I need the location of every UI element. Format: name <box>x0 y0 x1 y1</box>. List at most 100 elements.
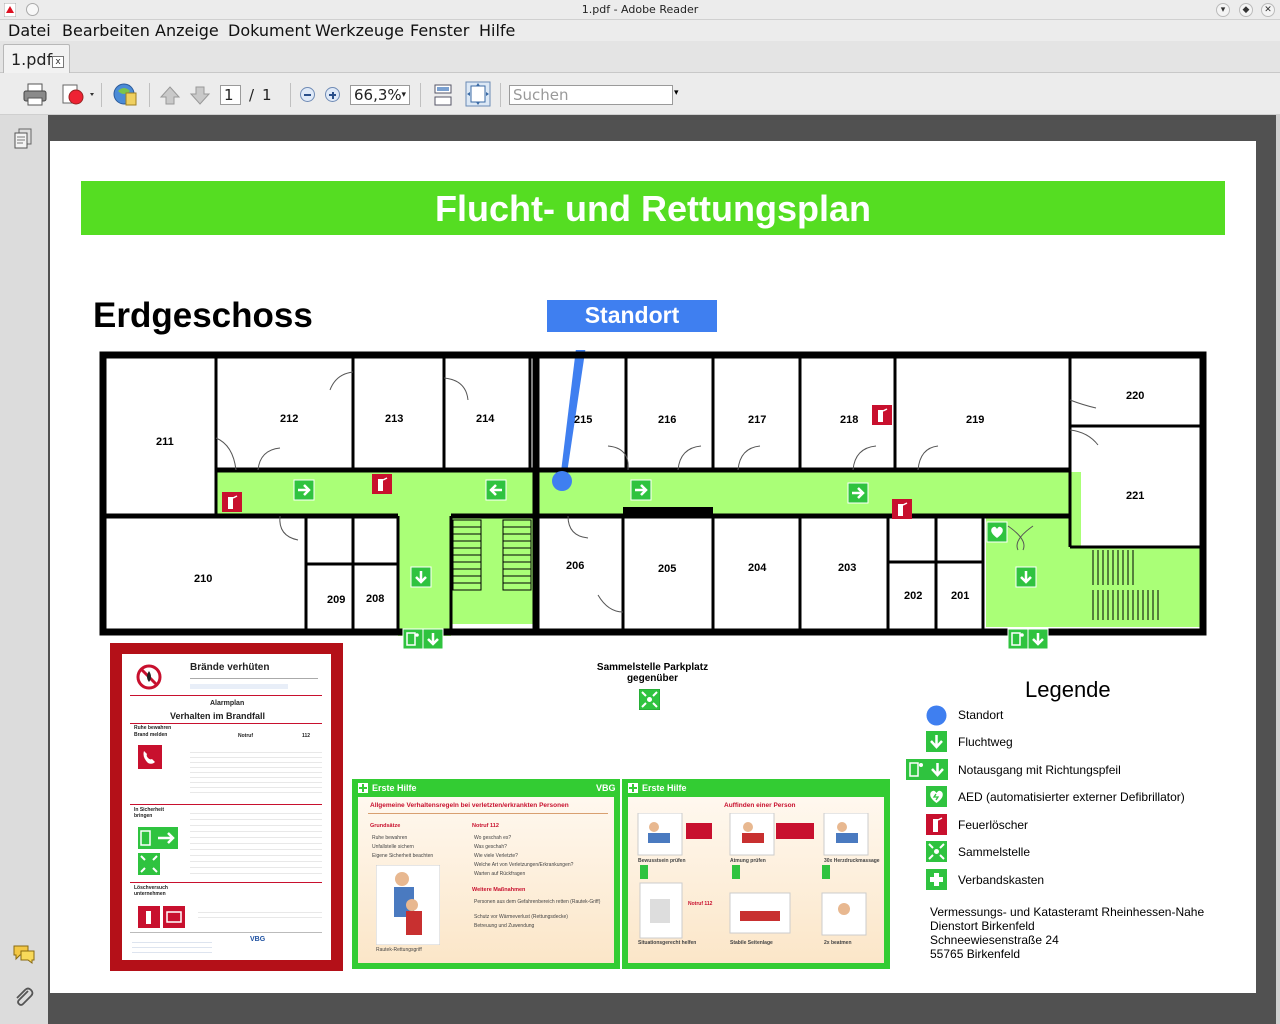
fire-poster-subtitle: Verhalten im Brandfall <box>170 711 266 721</box>
legend-item-feuerloescher: Feuerlöscher <box>958 818 1029 832</box>
first-aid-step: Atmung prüfen <box>730 858 766 864</box>
assembly-point-icon <box>639 689 660 710</box>
assembly-point-label: Sammelstelle Parkplatz gegenüber <box>580 662 725 684</box>
floor-title: Erdgeschoss <box>93 296 313 335</box>
menu-fenster[interactable]: Fenster <box>410 21 470 40</box>
first-aid-step: Bewusstsein prüfen <box>638 858 686 864</box>
menu-dokument[interactable]: Dokument <box>228 21 311 40</box>
menu-hilfe[interactable]: Hilfe <box>479 21 516 40</box>
svg-text:206: 206 <box>566 560 584 572</box>
svg-text:212: 212 <box>280 413 298 425</box>
svg-text:217: 217 <box>748 414 766 426</box>
comments-icon[interactable] <box>12 943 36 965</box>
first-aid-col1-item: Ruhe bewahren <box>372 835 408 841</box>
first-aid-step: 30x Herzdruckmassage <box>824 858 880 864</box>
fire-alarm-phone-icon <box>138 745 162 769</box>
collaborate-icon[interactable] <box>112 81 140 107</box>
org-city: 55765 Birkenfeld <box>930 947 1021 961</box>
emergency-exit-legend-icon <box>906 759 948 780</box>
floor-plan: 211 212 213 214 215 216 217 218 219 220 … <box>99 350 1207 650</box>
first-aid-left-body: Allgemeine Verhaltensregeln bei verletzt… <box>358 797 614 963</box>
menu-anzeige[interactable]: Anzeige <box>155 21 219 40</box>
fire-safety-poster: Brände verhüten Alarmplan Verhalten im B… <box>110 643 343 971</box>
first-aid-step: Situationsgerecht helfen <box>638 940 697 946</box>
close-window-button[interactable]: ✕ <box>1261 3 1275 17</box>
zoom-level-select[interactable]: 66,3% ▾ <box>350 85 410 105</box>
room-labels: 211 212 213 214 215 216 217 218 219 220 … <box>156 390 1144 606</box>
svg-text:221: 221 <box>1126 490 1144 502</box>
fit-page-icon[interactable] <box>465 81 491 107</box>
search-options-chevron-icon[interactable]: ▾ <box>674 88 679 98</box>
first-aid-steps-illustration <box>637 813 869 939</box>
no-open-fire-icon <box>136 664 162 690</box>
assembly-point-line1: Sammelstelle Parkplatz <box>596 662 709 673</box>
first-aid-poster-general: Erste Hilfe VBG Allgemeine Verhaltensreg… <box>352 779 620 969</box>
svg-text:205: 205 <box>658 563 676 575</box>
first-aid-cross-icon <box>628 783 638 793</box>
next-page-icon[interactable] <box>189 84 211 106</box>
standort-marker <box>552 471 572 491</box>
close-tab-button[interactable]: x <box>52 56 64 68</box>
rautek-illustration <box>376 865 440 945</box>
first-aid-right-title: Auffinden einer Person <box>724 802 796 809</box>
first-aid-col2-item: Welche Art von Verletzungen/Erkrankungen… <box>474 862 574 868</box>
maximize-button[interactable]: ◆ <box>1239 3 1253 17</box>
zoom-level-value: 66,3% <box>354 86 402 104</box>
fire-extinguisher-legend-icon <box>926 814 947 835</box>
svg-text:220: 220 <box>1126 390 1144 402</box>
stairs-west <box>452 519 532 591</box>
menu-bearbeiten[interactable]: Bearbeiten <box>62 21 150 40</box>
standort-callout: Standort <box>547 300 717 332</box>
first-aid-col3-title: Weitere Maßnahmen <box>472 887 526 893</box>
rautek-caption: Rautek-Rettungsgriff <box>376 947 422 953</box>
first-aid-col1-item: Eigene Sicherheit beachten <box>372 853 434 859</box>
page-number-input[interactable]: 1 <box>220 85 241 105</box>
document-tab[interactable]: 1.pdf x <box>3 44 70 73</box>
org-street: Schneewiesenstraße 24 <box>930 933 1059 947</box>
first-aid-cross-icon <box>358 783 368 793</box>
organization-address: Vermessungs- und Katasteramt Rheinhessen… <box>930 905 1204 961</box>
search-input[interactable]: Suchen <box>509 85 673 105</box>
escape-arrow-signs <box>293 479 1037 588</box>
pin-icon[interactable] <box>26 3 39 16</box>
first-aid-right-body: Auffinden einer Person Bewusstsein prüfe… <box>628 797 884 963</box>
svg-text:204: 204 <box>748 562 767 574</box>
doors <box>215 371 1099 613</box>
zoom-in-button[interactable] <box>325 87 340 102</box>
attachment-paperclip-icon[interactable] <box>12 985 36 1009</box>
emergency-exit-signs <box>402 628 1049 650</box>
previous-page-icon[interactable] <box>159 84 181 106</box>
legend-title: Legende <box>1025 677 1111 702</box>
svg-text:201: 201 <box>951 590 969 602</box>
pages-panel-icon[interactable] <box>13 128 33 150</box>
first-aid-left-title: Allgemeine Verhaltensregeln bei verletzt… <box>370 802 569 809</box>
fire-section-ruhe: Ruhe bewahren <box>134 725 172 731</box>
vbg-logo: VBG <box>250 936 266 943</box>
svg-text:211: 211 <box>156 436 174 448</box>
assembly-point-legend-icon <box>926 841 947 862</box>
tab-bar: 1.pdf x <box>0 41 1280 73</box>
first-aid-col3-item: Personen aus dem Gefahrenbereich retten … <box>474 899 601 905</box>
share-export-icon[interactable] <box>60 81 96 107</box>
legend-item-verbandskasten: Verbandskasten <box>958 873 1045 887</box>
fire-extinguisher-signs <box>222 405 912 519</box>
menu-werkzeuge[interactable]: Werkzeuge <box>315 21 404 40</box>
minimize-button[interactable]: ▾ <box>1216 3 1230 17</box>
scroll-mode-icon[interactable] <box>432 83 454 107</box>
fire-notruf-label: Notruf <box>238 733 253 739</box>
menu-datei[interactable]: Datei <box>8 21 51 40</box>
alarm-plan-label: Alarmplan <box>210 700 245 707</box>
legend-item-sammelstelle: Sammelstelle <box>958 845 1031 859</box>
first-aid-right-header: Erste Hilfe <box>642 783 687 793</box>
first-aid-kit-legend-icon <box>926 869 947 890</box>
legend-item-aed: AED (automatisierter externer Defibrilla… <box>958 790 1185 804</box>
vertical-scrollbar[interactable] <box>1276 115 1280 1024</box>
svg-text:218: 218 <box>840 414 858 426</box>
svg-text:213: 213 <box>385 413 403 425</box>
chevron-down-icon: ▾ <box>401 90 406 100</box>
aed-legend-icon <box>926 786 947 807</box>
svg-text:215: 215 <box>574 414 592 426</box>
print-icon[interactable] <box>22 81 48 107</box>
first-aid-col2-item: Was geschah? <box>474 844 507 850</box>
zoom-out-button[interactable] <box>300 87 315 102</box>
